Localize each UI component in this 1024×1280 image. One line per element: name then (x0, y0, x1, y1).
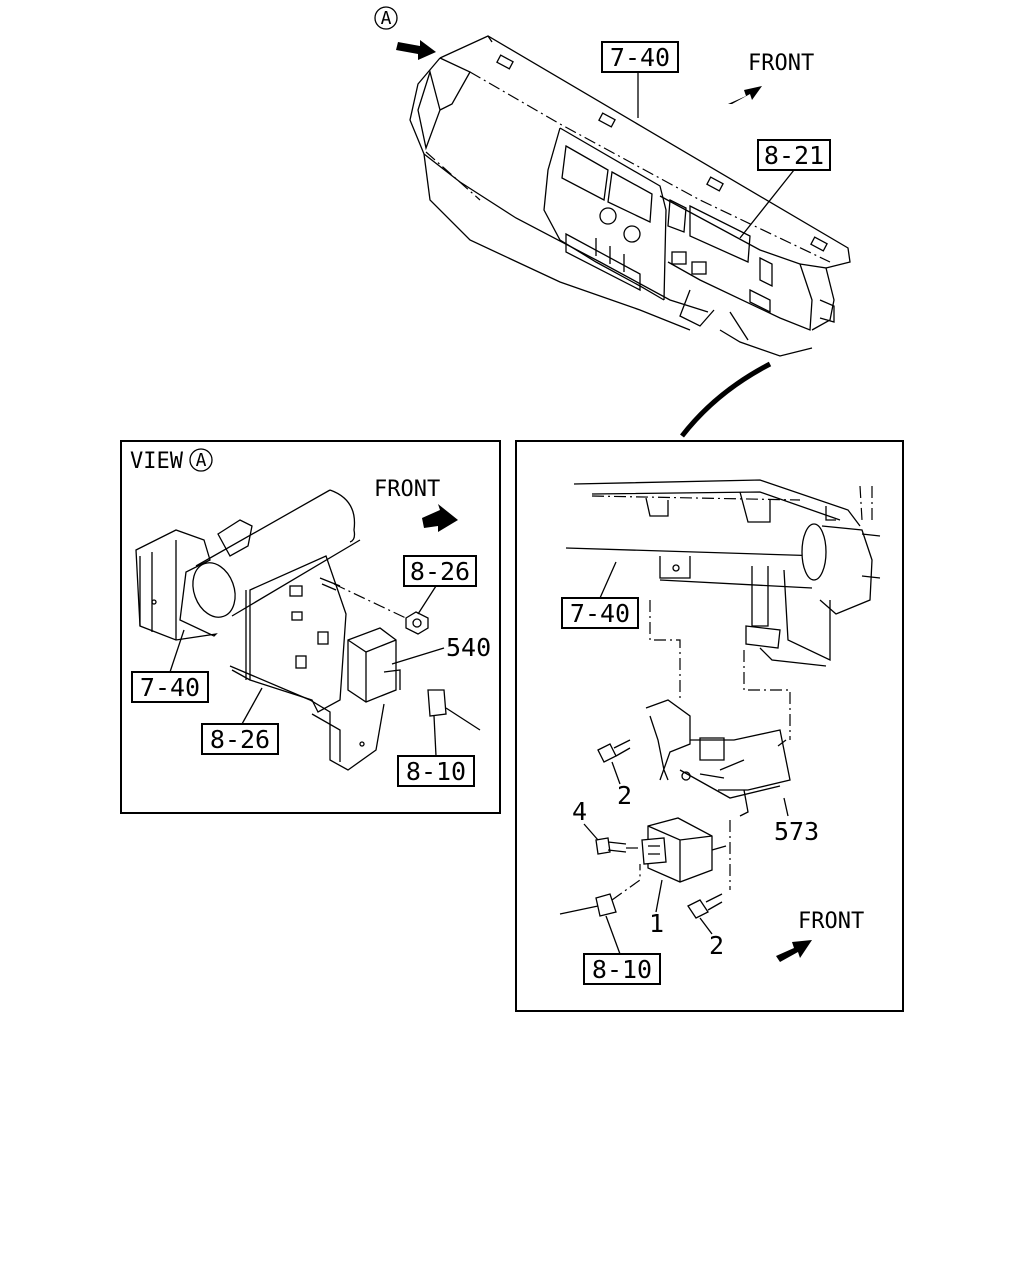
view-a-marker: A (374, 6, 398, 30)
ref-dashboard-label: 7-40 (610, 43, 670, 72)
part-bolt-lower-label: 2 (709, 931, 724, 960)
leader-line (583, 823, 599, 841)
dashboard-illustration (409, 35, 851, 357)
ref-frame-view-a-label: 7-40 (140, 673, 200, 702)
ref-box-cluster: 8-21 (757, 139, 831, 171)
ref-frame-detail-label: 7-40 (570, 599, 630, 628)
ref-box-frame-detail: 7-40 (561, 597, 639, 629)
ref-nut-label: 8-26 (410, 557, 470, 586)
front-label-detail: FRONT (798, 909, 864, 934)
part-bolt-upper-label: 2 (617, 781, 632, 810)
leader-line (699, 917, 713, 935)
leader-line (433, 715, 437, 757)
part-unit-label: 1 (649, 909, 664, 938)
ref-box-harness-detail: 8-10 (583, 953, 661, 985)
leader-line (605, 915, 621, 955)
front-arrow-icon-detail (776, 940, 812, 962)
ref-bracket-label: 8-26 (210, 725, 270, 754)
part-screw-label: 4 (572, 797, 587, 826)
view-a-assembly (135, 489, 481, 771)
leader-line (655, 879, 663, 913)
leader-line (169, 629, 185, 673)
ref-box-frame-view-a: 7-40 (131, 671, 209, 703)
front-arrow-icon-view-a (422, 504, 458, 532)
leader-line (783, 797, 789, 817)
leader-line (739, 169, 795, 239)
leader-line (241, 687, 263, 725)
view-a-marker-letter: A (381, 8, 392, 29)
ref-harness-view-a-label: 8-10 (406, 757, 466, 786)
ref-box-bracket: 8-26 (201, 723, 279, 755)
ref-box-dashboard: 7-40 (601, 41, 679, 73)
leader-line (391, 647, 445, 665)
part-relay-label: 540 (446, 633, 491, 662)
detail-panel (515, 440, 904, 1012)
ref-box-nut: 8-26 (403, 555, 477, 587)
ref-cluster-label: 8-21 (764, 141, 824, 170)
detail-curve-arrow (680, 361, 772, 438)
ref-box-harness-view-a: 8-10 (397, 755, 475, 787)
ref-harness-detail-label: 8-10 (592, 955, 652, 984)
leader-line (611, 761, 621, 785)
leader-line (599, 561, 617, 599)
view-a-title: VIEW (130, 449, 184, 474)
detail-assembly (559, 479, 881, 919)
leader-line (417, 585, 437, 615)
front-label-top: FRONT (748, 51, 814, 76)
view-a-title-marker: A (196, 450, 207, 471)
view-a-arrow-icon (396, 40, 436, 60)
view-a-panel (120, 440, 501, 814)
part-bracket-label: 573 (774, 817, 819, 846)
front-arrow-icon-top (728, 86, 762, 104)
front-label-view-a: FRONT (374, 477, 440, 502)
